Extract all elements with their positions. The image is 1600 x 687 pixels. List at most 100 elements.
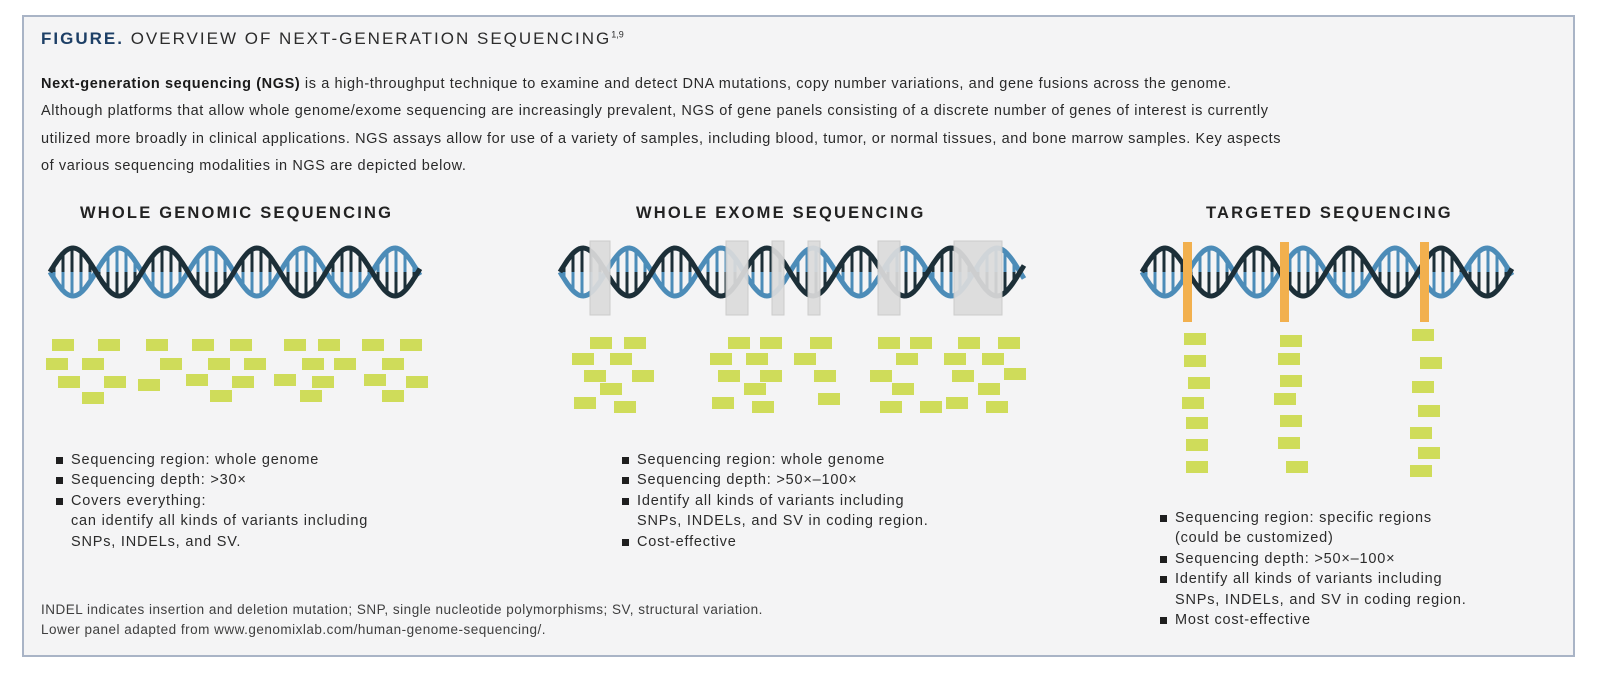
- sequencing-read: [82, 358, 104, 370]
- sequencing-read: [1004, 368, 1026, 380]
- heading-targeted: TARGETED SEQUENCING: [1206, 204, 1453, 222]
- bullet-text: Covers everything:: [71, 492, 207, 509]
- sequencing-read: [192, 339, 214, 351]
- sequencing-read: [382, 390, 404, 402]
- target-marker: [1183, 242, 1192, 322]
- dna-helix: [47, 245, 423, 299]
- sequencing-read: [794, 353, 816, 365]
- bullet-continuation: (could be customized): [1175, 530, 1334, 547]
- bullet-text: Sequencing region: specific regions: [1175, 510, 1432, 526]
- sequencing-read: [334, 358, 356, 370]
- sequencing-read: [982, 353, 1004, 365]
- sequencing-read: [400, 339, 422, 351]
- sequencing-read: [600, 383, 622, 395]
- bullet-text: Sequencing depth: >30×: [71, 472, 247, 489]
- sequencing-read: [1182, 397, 1204, 409]
- figure-title: FIGURE. OVERVIEW OF NEXT-GENERATION SEQU…: [41, 29, 624, 49]
- exome-region: [807, 240, 821, 316]
- sequencing-read: [210, 390, 232, 402]
- sequencing-read: [920, 401, 942, 413]
- sequencing-read: [624, 337, 646, 349]
- sequencing-read: [718, 370, 740, 382]
- sequencing-read: [986, 401, 1008, 413]
- sequencing-read: [712, 397, 734, 409]
- sequencing-read: [1280, 375, 1302, 387]
- sequencing-read: [146, 339, 168, 351]
- bullet-text: Sequencing region: whole genome: [71, 452, 320, 468]
- bullets-whole-exome: Sequencing region: whole genome Sequenci…: [622, 450, 929, 552]
- sequencing-read: [58, 376, 80, 388]
- intro-line-4: of various sequencing modalities in NGS …: [41, 158, 467, 175]
- sequencing-read: [1184, 355, 1206, 367]
- sequencing-read: [810, 337, 832, 349]
- sequencing-read: [590, 337, 612, 349]
- sequencing-read: [98, 339, 120, 351]
- sequencing-read: [952, 370, 974, 382]
- bullet-text: Identify all kinds of variants including: [1175, 571, 1443, 588]
- target-marker: [1420, 242, 1429, 322]
- sequencing-read: [406, 376, 428, 388]
- dna-helix: [1139, 245, 1515, 299]
- figure-refs: 1,9: [611, 29, 624, 40]
- sequencing-read: [284, 339, 306, 351]
- sequencing-read: [728, 337, 750, 349]
- sequencing-read: [896, 353, 918, 365]
- footnote-line-1: INDEL indicates insertion and deletion m…: [41, 602, 763, 617]
- bullet-text: Identify all kinds of variants including: [637, 492, 905, 509]
- sequencing-read: [1280, 335, 1302, 347]
- bullet-item: Sequencing region: whole genome: [622, 450, 929, 470]
- sequencing-read: [892, 383, 914, 395]
- sequencing-read: [614, 401, 636, 413]
- intro-line-2: Although platforms that allow whole geno…: [41, 103, 1269, 120]
- sequencing-read: [584, 370, 606, 382]
- sequencing-read: [572, 353, 594, 365]
- bullet-item: Sequencing depth: >50×–100×: [622, 470, 929, 490]
- bullet-item: Identify all kinds of variants including…: [1160, 569, 1467, 610]
- sequencing-read: [1410, 465, 1432, 477]
- sequencing-read: [760, 337, 782, 349]
- sequencing-read: [82, 392, 104, 404]
- dna-strand: [47, 245, 423, 299]
- footnote-line-2: Lower panel adapted from www.genomixlab.…: [41, 622, 547, 637]
- sequencing-read: [1420, 357, 1442, 369]
- sequencing-read: [632, 370, 654, 382]
- figure-title-text: OVERVIEW OF NEXT-GENERATION SEQUENCING: [130, 29, 612, 48]
- sequencing-read: [958, 337, 980, 349]
- exome-region: [877, 240, 901, 316]
- sequencing-read: [302, 358, 324, 370]
- bullet-text: Cost-effective: [637, 533, 737, 550]
- exome-region: [953, 240, 1003, 316]
- sequencing-read: [1286, 461, 1308, 473]
- bullet-continuation: SNPs, INDELs, and SV in coding region.: [637, 513, 929, 530]
- bullet-item: Sequencing region: specific regions (cou…: [1160, 508, 1467, 549]
- sequencing-read: [880, 401, 902, 413]
- sequencing-read: [318, 339, 340, 351]
- exome-region: [771, 240, 785, 316]
- sequencing-read: [1412, 329, 1434, 341]
- sequencing-read: [1184, 333, 1206, 345]
- sequencing-read: [610, 353, 632, 365]
- intro-line-1: Next-generation sequencing (NGS) is a hi…: [41, 71, 1541, 98]
- bullet-item: Cost-effective: [622, 532, 929, 552]
- target-marker: [1280, 242, 1289, 322]
- sequencing-read: [1278, 353, 1300, 365]
- exome-region: [725, 240, 749, 316]
- sequencing-read: [300, 390, 322, 402]
- sequencing-read: [760, 370, 782, 382]
- exome-region: [589, 240, 611, 316]
- dna-strand: [557, 245, 1027, 299]
- intro-line-1-rest: is a high-throughput technique to examin…: [300, 76, 1232, 92]
- bullet-text: Sequencing depth: >50×–100×: [637, 472, 858, 489]
- sequencing-read: [1410, 427, 1432, 439]
- sequencing-read: [1280, 415, 1302, 427]
- sequencing-read: [878, 337, 900, 349]
- sequencing-read: [362, 339, 384, 351]
- sequencing-read: [1278, 437, 1300, 449]
- bullets-whole-genomic: Sequencing region: whole genome Sequenci…: [56, 450, 368, 552]
- figure-panel: FIGURE. OVERVIEW OF NEXT-GENERATION SEQU…: [22, 15, 1575, 657]
- figure-label: FIGURE.: [41, 29, 124, 48]
- sequencing-read: [46, 358, 68, 370]
- sequencing-illustration: [46, 240, 1515, 477]
- sequencing-read: [998, 337, 1020, 349]
- sequencing-read: [1186, 417, 1208, 429]
